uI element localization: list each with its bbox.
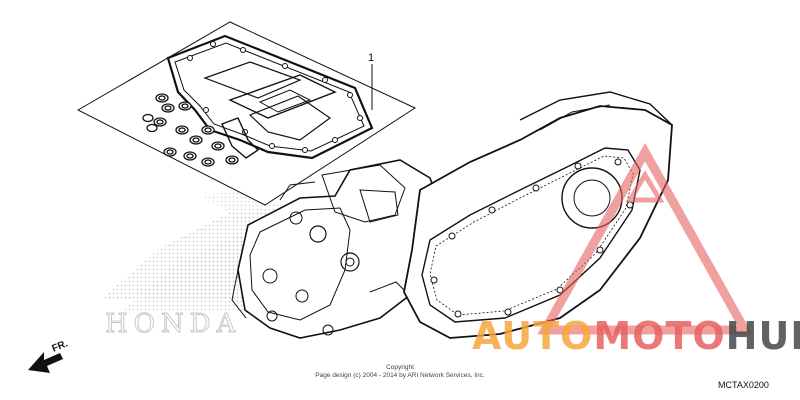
watermark-part-hub: HUB bbox=[725, 314, 800, 358]
callout-number: 1 bbox=[368, 52, 375, 64]
copyright-line: Copyright bbox=[386, 364, 414, 371]
watermark-part-moto: MOTO bbox=[593, 314, 726, 358]
copyright-line: Page design (c) 2004 - 2014 by ARI Netwo… bbox=[315, 372, 485, 379]
diagram-code: MCTAX0200 bbox=[718, 380, 769, 390]
honda-wing-logo: HONDA bbox=[100, 190, 290, 340]
watermark-part-auto: AUTO bbox=[472, 314, 594, 358]
engine-block bbox=[231, 159, 441, 339]
front-direction-arrow bbox=[28, 352, 63, 373]
belt-case-cover bbox=[403, 91, 673, 339]
watermark-text: AUTOMOTOHUB bbox=[472, 314, 800, 358]
watermark-triangle-icon bbox=[537, 142, 753, 335]
gasket-kit-sheet bbox=[76, 21, 417, 206]
honda-logo-text: HONDA bbox=[105, 309, 241, 339]
copyright-notice: Copyright Page design (c) 2004 - 2014 by… bbox=[300, 364, 500, 380]
